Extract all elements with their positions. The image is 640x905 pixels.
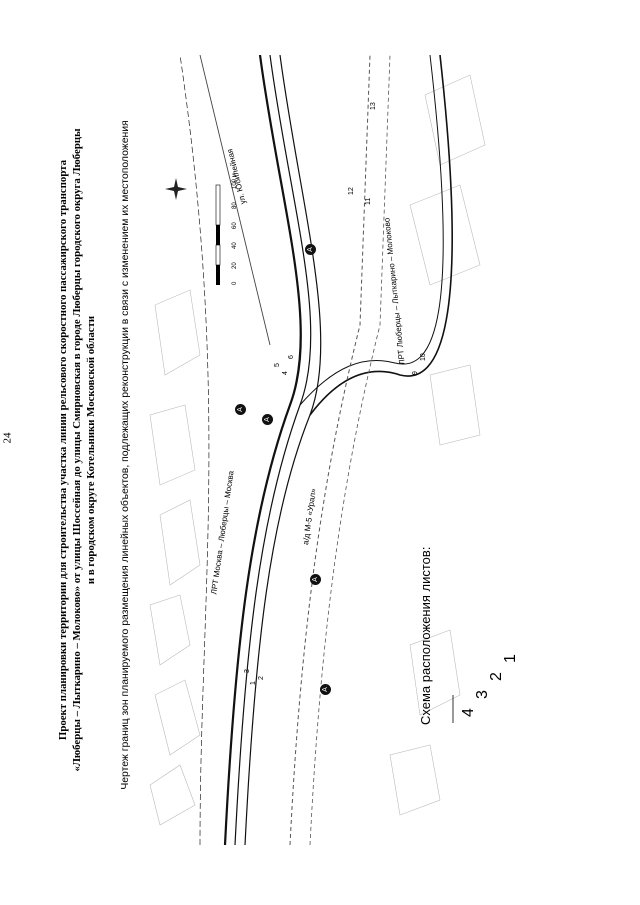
scale-bar: 0 20 40 60 80 100 м [210, 165, 250, 285]
marker-a-3: A [235, 404, 246, 415]
lrt-branch [299, 55, 453, 416]
map-drawing: ЛРТ Москва – Люберцы – Москва а/д М-5 «У… [140, 55, 520, 845]
point-label-4: 4 [282, 371, 289, 375]
jubilee-street [199, 55, 271, 346]
point-label-3: 3 [244, 669, 251, 673]
marker-a-5: A [305, 244, 316, 255]
scale-tick-60: 60 [232, 222, 238, 229]
scale-tick-80: 80 [232, 202, 238, 209]
point-label-5: 5 [274, 363, 281, 367]
drawing-subtitle: Чертеж границ зон планируемого размещени… [120, 120, 131, 790]
sheet-number-3: 3 [474, 690, 491, 699]
scale-tick-0: 0 [232, 281, 238, 285]
point-label-9: 9 [412, 371, 419, 375]
point-label-2: 2 [258, 676, 265, 680]
scale-bar-graphic [215, 184, 221, 285]
background-buildings [149, 74, 486, 826]
boundary-line [179, 55, 210, 845]
title-block: Проект планировки территории для строите… [56, 25, 98, 875]
sheet-scheme-line [452, 695, 454, 723]
scale-tick-100: 100 м [232, 173, 238, 189]
point-label-6: 6 [288, 355, 295, 359]
sheet-scheme-label: Схема расположения листов: [418, 546, 433, 725]
compass-icon [165, 178, 187, 200]
title-line-2: «Люберцы – Лыткарино – Молоково» от улиц… [71, 128, 83, 772]
point-label-13: 13 [370, 102, 377, 110]
point-label-12: 12 [348, 187, 355, 195]
sheet-number-4: 4 [460, 708, 477, 717]
title-line-3: и в городском округе Котельники Московск… [85, 315, 97, 585]
marker-a-2: A [310, 574, 321, 585]
point-label-10: 10 [420, 353, 427, 361]
point-label-11: 11 [365, 197, 372, 205]
marker-a-4: A [262, 414, 273, 425]
m5-road [289, 55, 391, 845]
title-line-1: Проект планировки территории для строите… [57, 159, 69, 741]
map-svg [149, 55, 486, 845]
sheet-layout-scheme: Схема расположения листов: 4 3 2 1 [418, 547, 568, 725]
marker-a-1: A [320, 684, 331, 695]
point-label-1: 1 [250, 681, 257, 685]
scale-tick-20: 20 [232, 262, 238, 269]
sheet-number-1: 1 [502, 654, 519, 663]
scale-tick-40: 40 [232, 242, 238, 249]
sheet-number-2: 2 [488, 672, 505, 681]
lrt-corridor [223, 55, 322, 845]
